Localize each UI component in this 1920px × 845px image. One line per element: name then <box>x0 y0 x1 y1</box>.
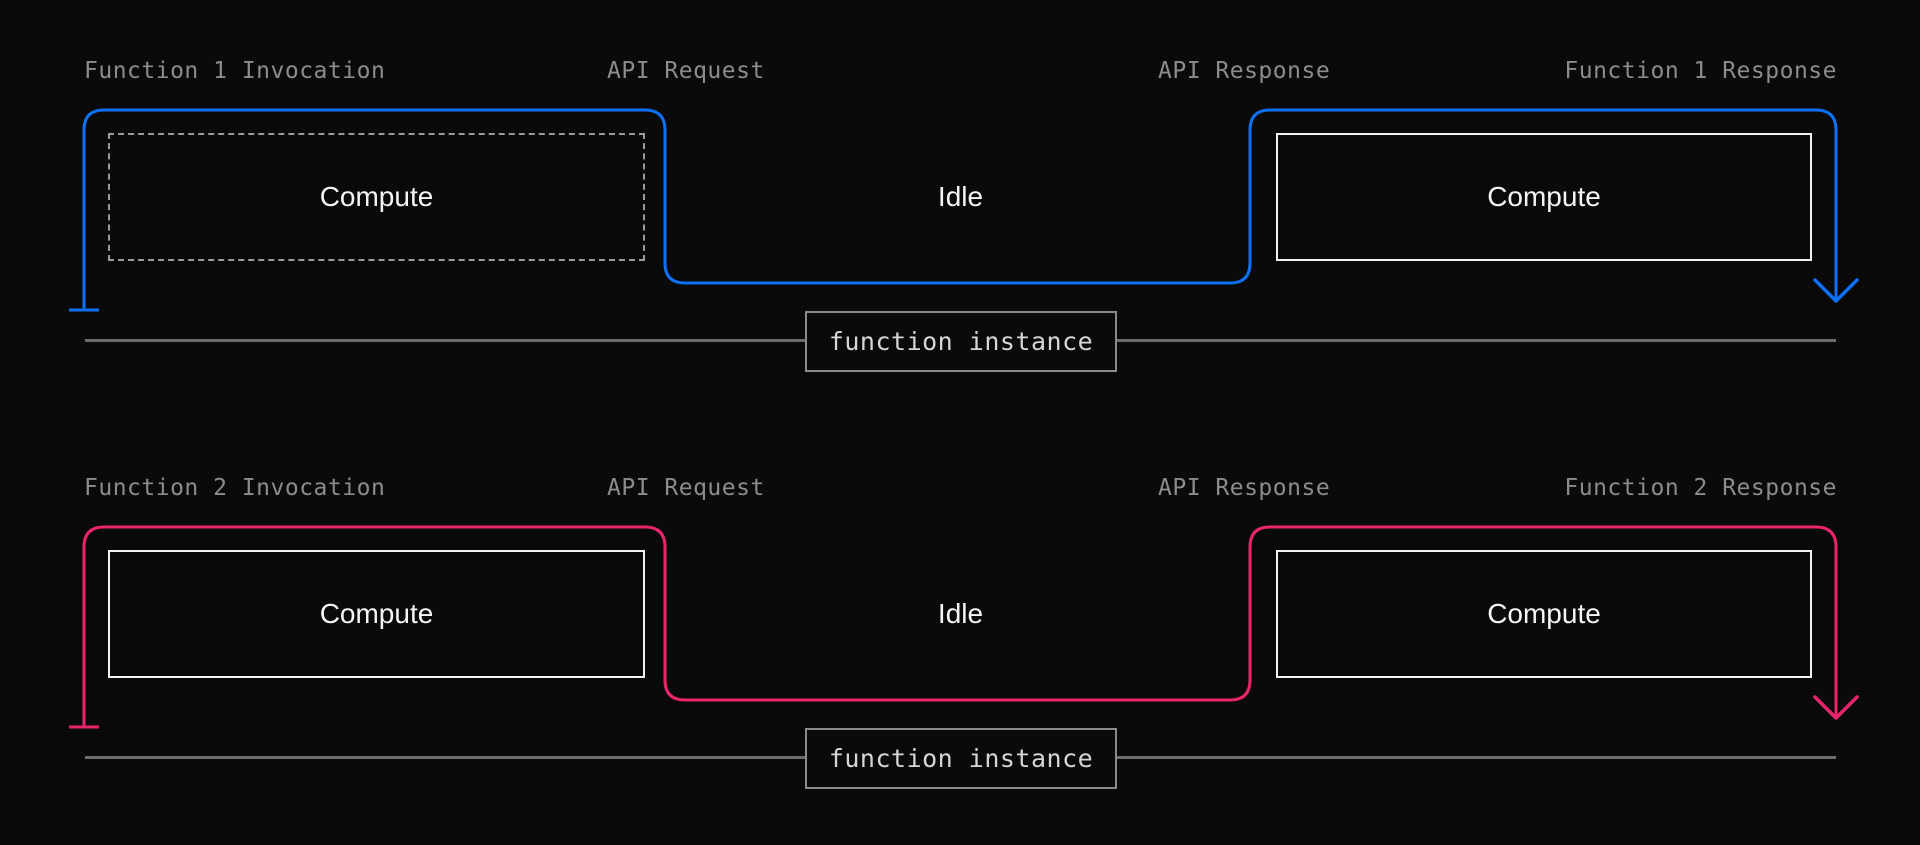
label-api-request-2: API Request <box>607 475 765 501</box>
label-api-request-1: API Request <box>607 58 765 84</box>
label-function-1-response: Function 1 Response <box>1564 58 1837 84</box>
flow-path <box>82 525 1838 727</box>
compute-box-solid-2-right: Compute <box>1276 550 1812 678</box>
idle-label: Idle <box>937 598 984 629</box>
function-instance-box-2: function instance <box>805 728 1117 789</box>
flow-line-function-1 <box>69 108 1859 312</box>
label-function-1-invocation: Function 1 Invocation <box>84 58 386 84</box>
function-instance-label: function instance <box>828 744 1094 773</box>
flow-line-function-2 <box>69 525 1859 729</box>
function-instance-label: function instance <box>828 327 1094 356</box>
arrow-down-icon <box>1813 278 1859 303</box>
row-function-2: Function 2 Invocation API Request API Re… <box>0 417 1920 817</box>
compute-label: Compute <box>319 181 434 212</box>
label-api-response-1: API Response <box>1158 58 1331 84</box>
label-api-response-2: API Response <box>1158 475 1331 501</box>
compute-box-dashed-1: Compute <box>108 133 645 261</box>
arrow-down-icon <box>1813 695 1859 720</box>
label-function-2-response: Function 2 Response <box>1564 475 1837 501</box>
row-function-1: Function 1 Invocation API Request API Re… <box>0 0 1920 400</box>
compute-box-solid-1: Compute <box>1276 133 1812 261</box>
flow-path <box>82 108 1838 310</box>
function-instance-box-1: function instance <box>805 311 1117 372</box>
compute-label: Compute <box>1487 598 1601 629</box>
idle-zone-1: Idle <box>645 133 1276 261</box>
compute-label: Compute <box>319 598 434 629</box>
compute-box-solid-2-left: Compute <box>108 550 645 678</box>
idle-zone-2: Idle <box>645 550 1276 678</box>
label-function-2-invocation: Function 2 Invocation <box>84 475 386 501</box>
idle-label: Idle <box>937 181 984 212</box>
compute-label: Compute <box>1487 181 1601 212</box>
